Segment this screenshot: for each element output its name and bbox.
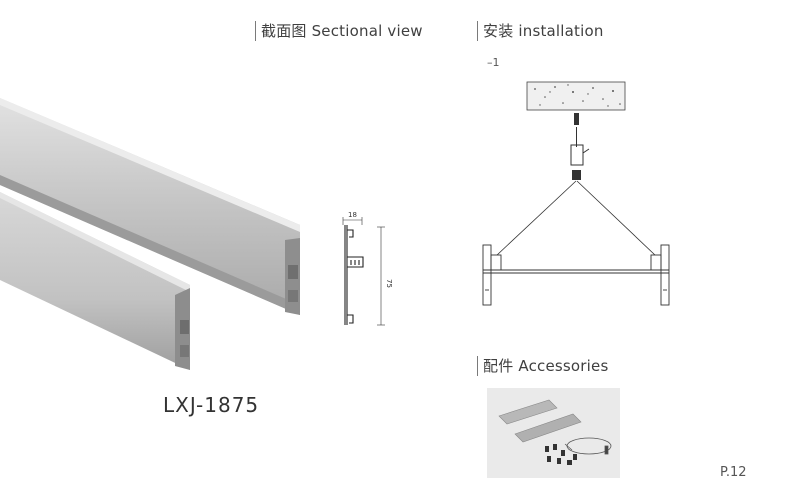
sectional-view-heading: 截面图 Sectional view <box>255 20 423 41</box>
page-number: P.12 <box>720 465 747 480</box>
accessories-background <box>487 388 620 478</box>
accessories-photo <box>487 388 620 478</box>
suspended-profile <box>482 244 670 306</box>
heading-divider <box>477 355 478 376</box>
sectional-view-title: 截面图 Sectional view <box>261 22 423 40</box>
profile-cross-section <box>344 225 364 325</box>
height-dimension: 75 <box>385 279 393 288</box>
lower-profile <box>0 192 190 370</box>
installation-step-label: –1 <box>487 56 500 69</box>
wire-gripper <box>572 170 581 180</box>
accessories-heading: 配件 Accessories <box>477 355 608 376</box>
product-model-code: LXJ-1875 <box>163 393 260 417</box>
installation-heading: 安装 installation <box>477 20 604 41</box>
upper-profile <box>0 98 300 315</box>
suspension-cable <box>564 437 612 455</box>
ceiling-slab <box>526 81 626 111</box>
product-profile-render <box>0 98 300 370</box>
accessories-title: 配件 Accessories <box>483 357 609 375</box>
wire-right <box>576 180 656 256</box>
wire-left <box>496 180 577 256</box>
wire-clamp <box>570 144 584 166</box>
installation-drawing <box>482 81 670 306</box>
ceiling-texture <box>534 84 621 107</box>
end-cap-plates <box>498 399 582 443</box>
sectional-drawing: 18 75 <box>342 211 393 326</box>
heading-divider <box>255 20 256 41</box>
ceiling-anchor <box>574 113 579 125</box>
installation-title: 安装 installation <box>483 22 604 40</box>
width-dimension: 18 <box>348 211 357 219</box>
heading-divider <box>477 20 478 41</box>
screws-and-clips <box>545 444 577 465</box>
